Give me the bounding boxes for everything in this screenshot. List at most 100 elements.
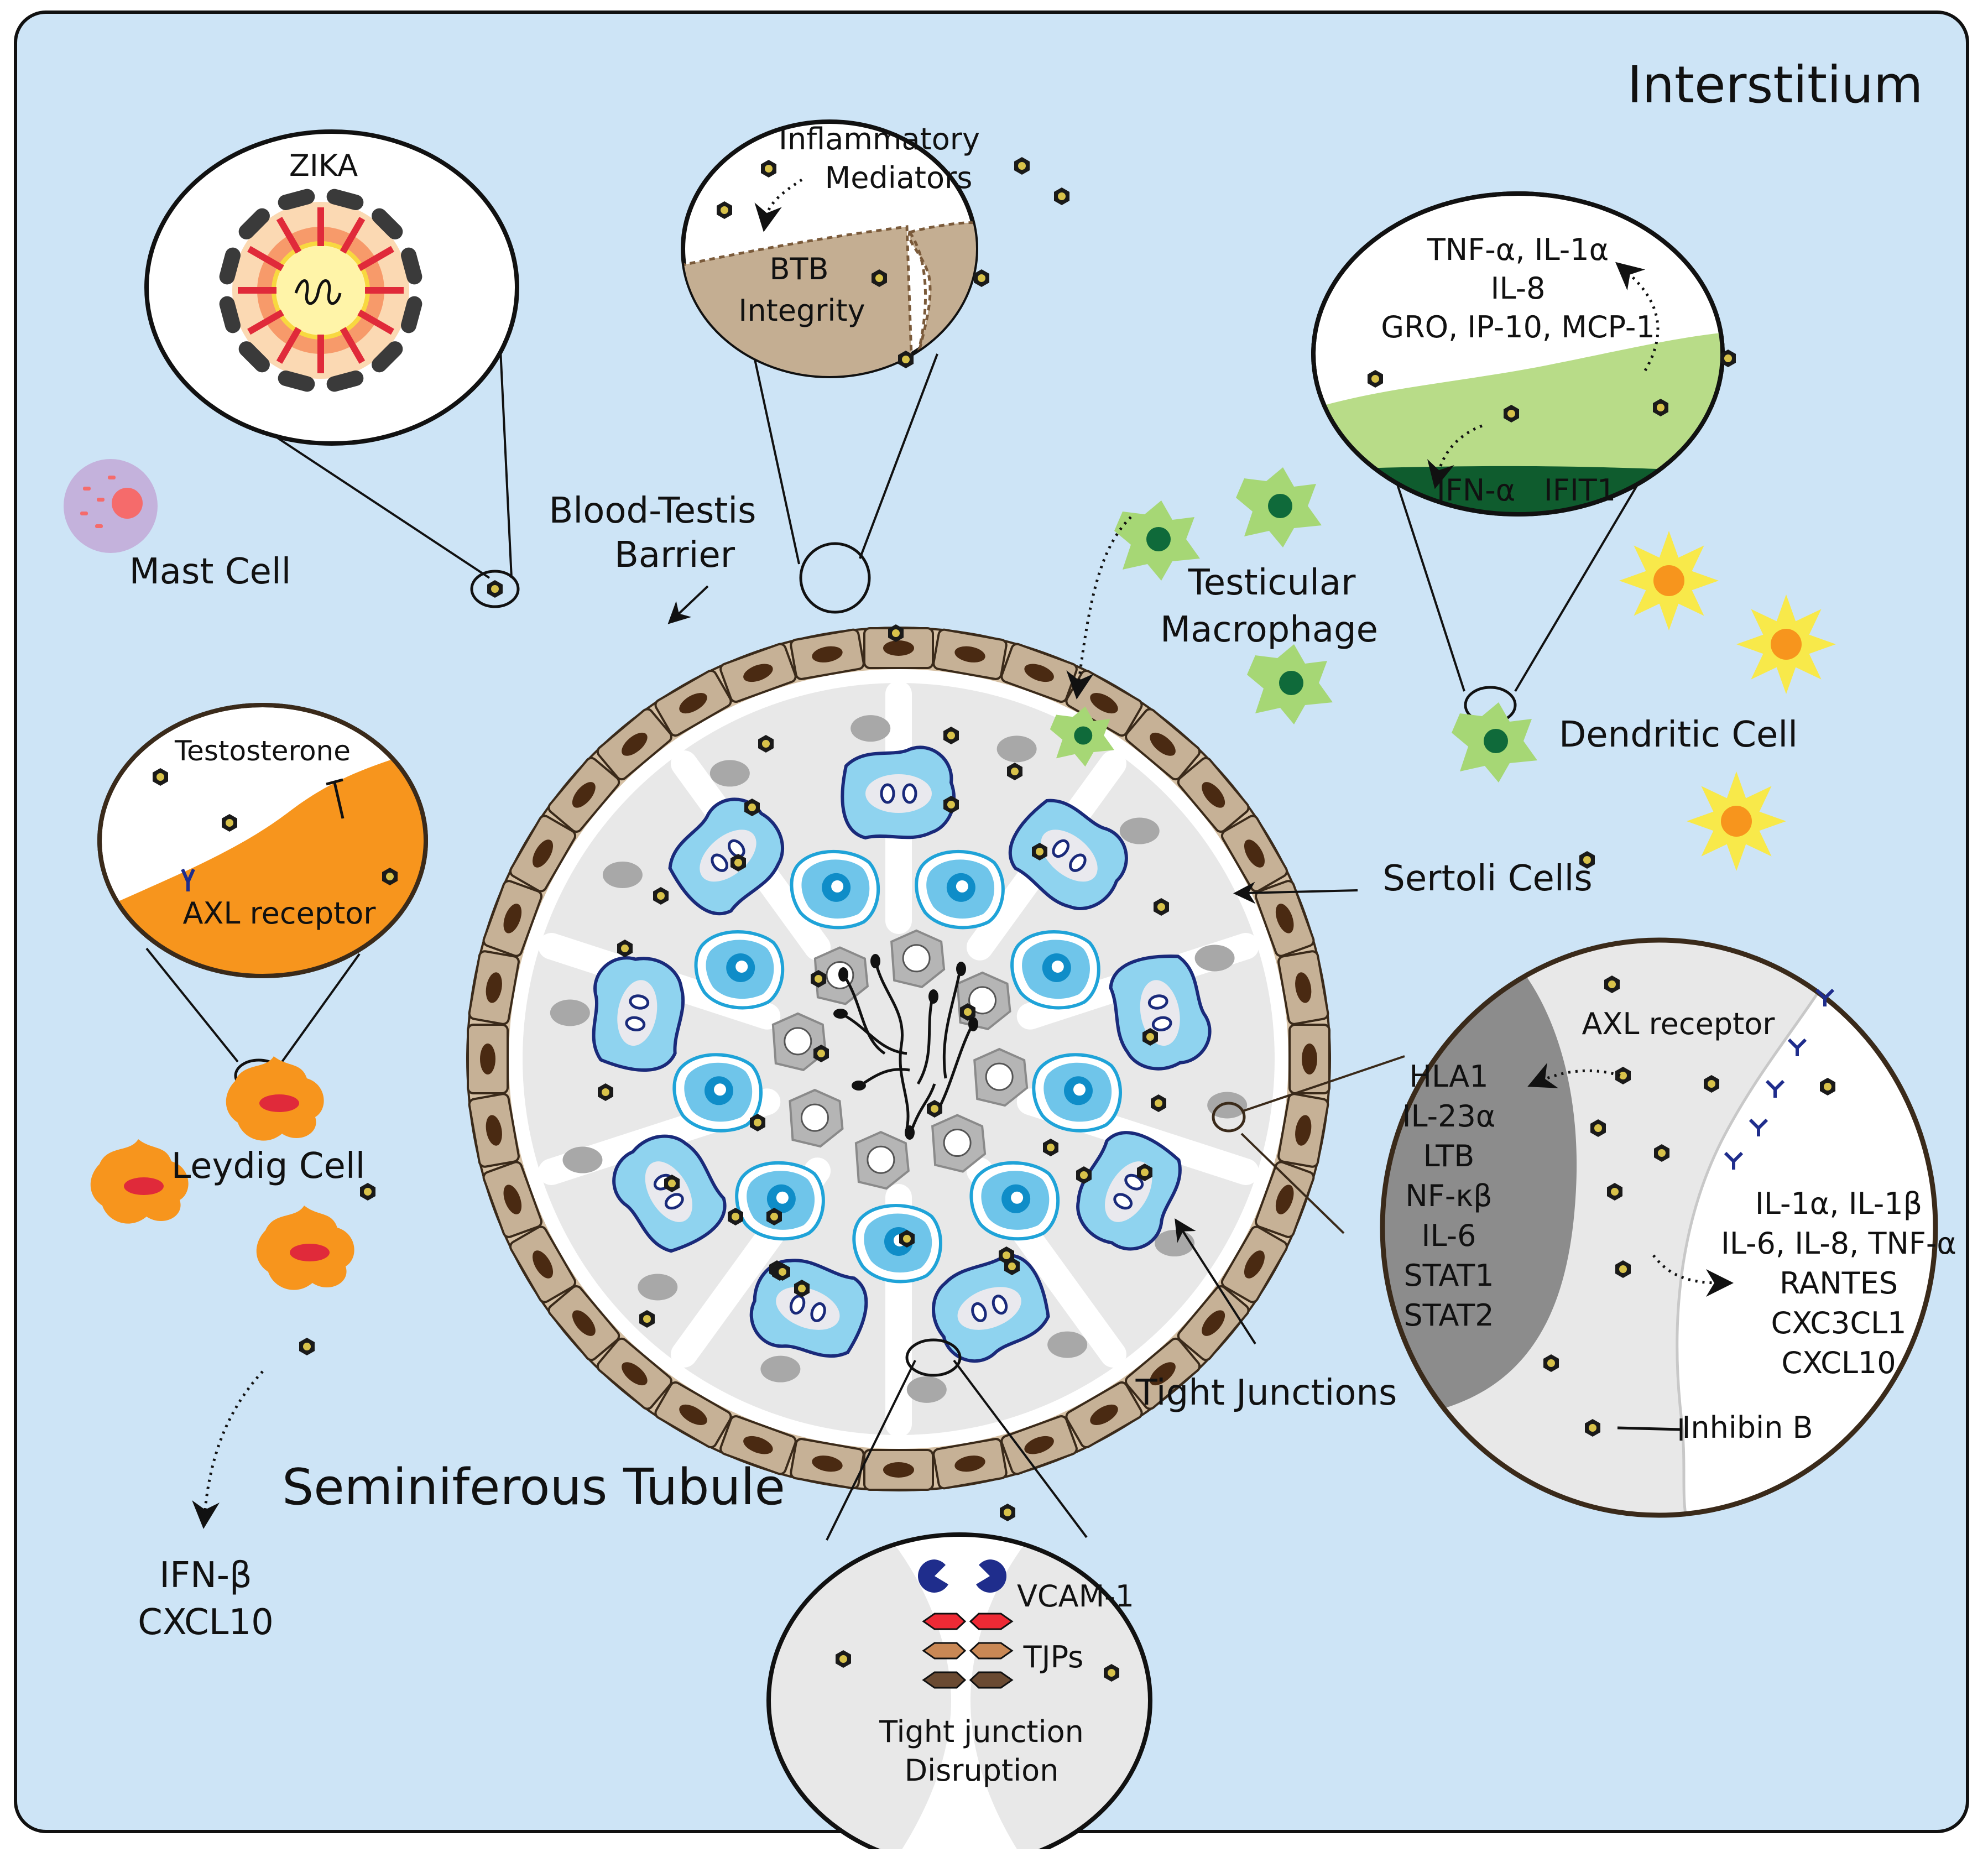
list-item: IL-23α: [1402, 1099, 1496, 1134]
vcam1-molecules: [918, 1559, 1006, 1593]
list-item: IL-6, IL-8, TNF-α: [1721, 1226, 1956, 1261]
sertoli-nucleus: [638, 1274, 678, 1301]
integrity-label: Integrity: [738, 293, 865, 328]
myoid-cell: [863, 627, 934, 669]
envelope-protein: [401, 247, 422, 285]
dendritic-cell-label: Dendritic Cell: [1559, 714, 1798, 755]
inhibin-b-label: Inhibin B: [1682, 1410, 1813, 1445]
spermatid: [854, 1131, 910, 1190]
myoid-cell: [596, 1337, 672, 1410]
tight-junction-disruption-line2: Disruption: [905, 1753, 1059, 1788]
interstitium-label: Interstitium: [1627, 55, 1923, 114]
myoid-cell: [719, 643, 797, 703]
sertoli-nucleus: [760, 1355, 801, 1383]
tjps-label: TJPs: [1023, 1640, 1084, 1674]
spermatogonium: [668, 797, 784, 916]
spermatid: [789, 1088, 844, 1148]
sertoli-nucleus: [1194, 945, 1235, 972]
tubule-contents: [538, 624, 1259, 1437]
leydig-cell: [90, 1139, 189, 1224]
spermatozoa: [842, 964, 972, 1129]
sertoli-nucleus: [906, 1376, 947, 1403]
envelope-protein: [219, 247, 241, 285]
myoid-cell: [719, 1415, 797, 1475]
tight-junction-disruption-line1: Tight junction: [879, 1714, 1084, 1749]
envelope-protein: [278, 371, 315, 392]
ifn-alpha-ifit1-label: IFN-α IFIT1: [1437, 473, 1616, 508]
spermatocyte: [1032, 1053, 1122, 1133]
myoid-cell: [596, 708, 672, 781]
myoid-cell: [863, 1449, 934, 1491]
tight-junction-inset: VCAM-1 TJPs Tight junction Disruption: [766, 1338, 1152, 1852]
spermatocyte: [852, 1204, 942, 1284]
mast-cell: [64, 459, 158, 553]
leydig-cell-label: Leydig Cell: [171, 1146, 366, 1187]
envelope-protein: [219, 296, 241, 333]
list-item: LTB: [1423, 1139, 1475, 1173]
myoid-cell: [1277, 1093, 1329, 1168]
basement-membrane-cells: [467, 627, 1330, 1491]
leydig-cell: [226, 1056, 324, 1141]
myoid-cell: [1000, 1415, 1078, 1475]
list-item: TNF-α, IL-1α: [1427, 232, 1609, 267]
sertoli-nucleus: [709, 760, 750, 787]
tight-junctions-label: Tight Junctions: [1135, 1373, 1397, 1413]
list-item: IL-6: [1422, 1218, 1476, 1253]
spermatocyte: [1010, 930, 1100, 1010]
blood-testis-barrier-line2: Barrier: [614, 535, 735, 576]
macrophage: [1050, 706, 1114, 767]
myoid-cell: [1254, 880, 1315, 957]
spermatid: [890, 929, 946, 988]
spermatogonium: [841, 745, 956, 840]
list-item: IL-8: [1491, 271, 1546, 306]
myoid-cell: [1125, 1337, 1201, 1410]
spermatocyte: [735, 1161, 825, 1241]
myoid-cell: [468, 950, 520, 1025]
myoid-cell: [1288, 1024, 1330, 1094]
axl-receptor-leydig-label: AXL receptor: [182, 896, 376, 931]
spermatocyte: [915, 850, 1005, 930]
btb-inset: Inflammatory Mediators BTB Integrity: [681, 119, 1069, 614]
sertoli-nucleus: [1047, 1331, 1088, 1358]
inflammatory-mediators-line2: Mediators: [825, 160, 973, 195]
seminiferous-tubule-label: Seminiferous Tubule: [282, 1458, 785, 1516]
list-item: STAT2: [1403, 1298, 1494, 1333]
myoid-cell: [932, 628, 1008, 680]
spermatogonium: [592, 956, 685, 1072]
myoid-cell: [1220, 815, 1288, 893]
envelope-protein: [401, 296, 422, 333]
dendritic-cell: [1736, 594, 1836, 694]
sertoli-nucleus: [550, 999, 590, 1026]
axl-receptor-sertoli-label: AXL receptor: [1582, 1006, 1775, 1041]
myoid-cell: [1065, 1381, 1143, 1448]
spermatogonium: [1109, 954, 1212, 1071]
myoid-cell: [654, 670, 732, 737]
myoid-cell: [1220, 1225, 1288, 1303]
leydig-cells: [90, 1056, 354, 1290]
zika-virion-illustration: [219, 189, 422, 392]
blood-testis-barrier-line1: Blood-Testis: [549, 491, 756, 531]
envelope-protein: [238, 341, 270, 373]
sertoli-nucleus: [996, 735, 1037, 763]
envelope-protein: [372, 341, 403, 373]
list-item: NF-κβ: [1405, 1178, 1492, 1213]
spermatid: [931, 1114, 987, 1173]
list-item: IFN-β: [159, 1555, 252, 1596]
sertoli-nucleus: [1155, 1230, 1195, 1257]
macrophage: [1247, 644, 1333, 724]
testicular-macrophage-line2: Macrophage: [1160, 609, 1378, 650]
list-item: RANTES: [1780, 1266, 1898, 1301]
myoid-cell: [654, 1381, 732, 1448]
dendritic-cell: [1687, 771, 1786, 871]
envelope-protein: [238, 208, 270, 239]
myoid-cell: [467, 1024, 509, 1094]
myoid-cell: [1254, 1161, 1315, 1238]
myoid-cell: [1125, 708, 1201, 781]
myoid-cell: [547, 1285, 620, 1361]
myoid-cell: [482, 880, 543, 957]
spermatid: [973, 1047, 1029, 1107]
sperm-heads: [833, 954, 978, 1140]
